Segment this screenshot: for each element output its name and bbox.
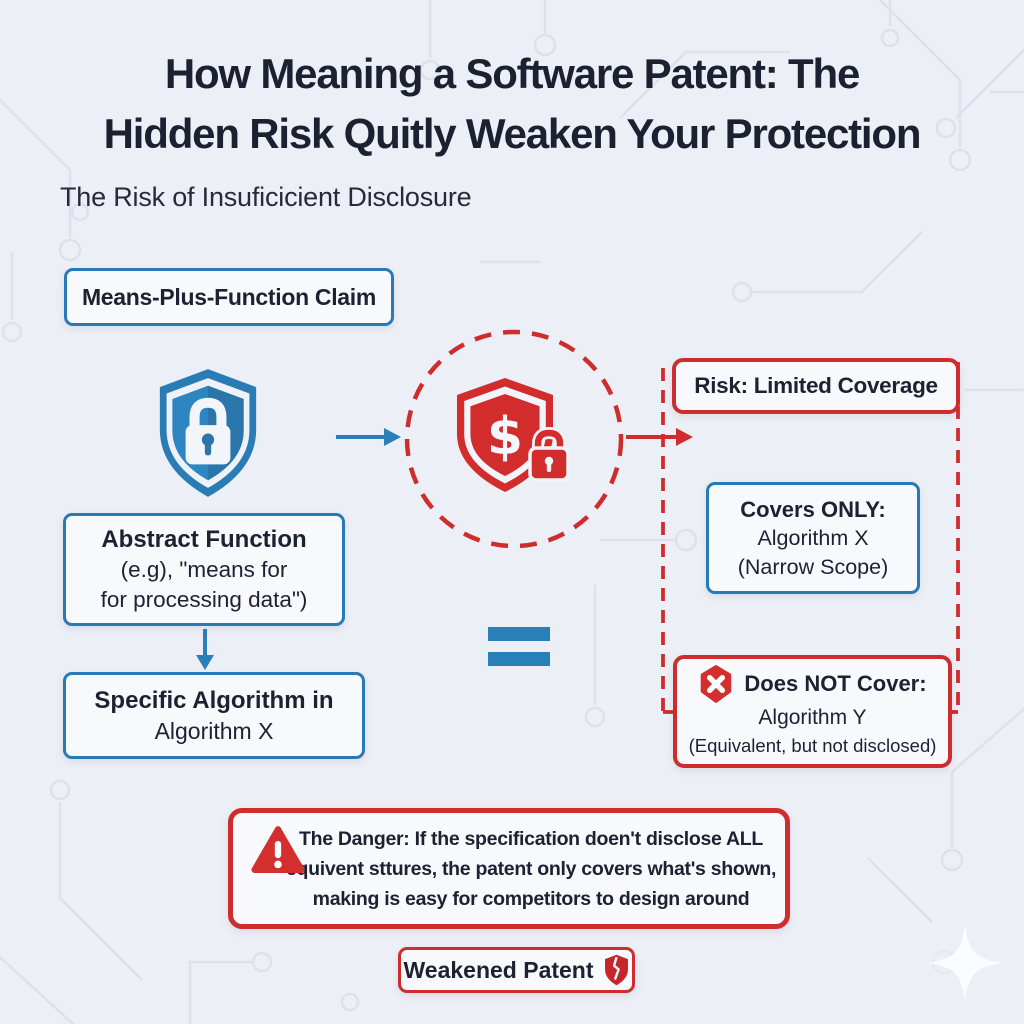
equals-symbol [488,627,550,677]
does-not-cover-title: Does NOT Cover: [744,670,927,696]
means-plus-function-claim-box: Means-Plus-Function Claim [64,268,394,326]
arrow-risk-to-coverage-icon [626,428,693,446]
danger-callout-box: The Danger: If the specification doen't … [228,808,790,929]
small-lock-icon [528,426,570,482]
red-dollar-shield-lock-icon: $ [457,378,570,492]
page-title: How Meaning a Software Patent: The Hidde… [0,44,1024,164]
abstract-function-line3: for processing data") [100,586,308,612]
warning-triangle-icon [251,826,305,873]
danger-line3: making is easy for competitors to design… [312,887,750,910]
abstract-function-title: Abstract Function [101,525,307,553]
danger-line2: equivent sttures, the patent only covers… [285,857,777,880]
does-not-cover-line2: Algorithm Y [758,705,867,729]
specific-algorithm-box: Specific Algorithm in Algorithm X [63,672,365,759]
danger-line1: The Danger: If the specification doen't … [299,824,763,854]
page-subtitle: The Risk of Insuficicient Disclosure [60,182,472,212]
equals-bar-top [488,627,550,641]
abstract-function-box: Abstract Function (e.g), "means for for … [63,513,345,626]
covers-only-title: Covers ONLY: [740,496,886,522]
sparkle-icon [927,925,1003,1001]
abstract-function-line2: (e.g), "means for [120,556,288,582]
equals-bar-bottom [488,652,550,666]
covers-only-line2: Algorithm X [757,525,869,550]
risk-dashed-circle [404,329,624,549]
specific-algorithm-line2: Algorithm X [154,717,274,744]
blue-shield-lock-icon [159,369,257,497]
covers-only-line3: (Narrow Scope) [737,554,889,579]
risk-label: Risk: Limited Coverage [694,373,938,398]
risk-limited-coverage-box: Risk: Limited Coverage [672,358,960,414]
dollar-symbol: $ [487,407,523,467]
cracked-shield-icon [604,954,628,986]
danger-prefix: The Danger: [299,827,410,850]
covers-only-box: Covers ONLY: Algorithm X (Narrow Scope) [706,482,920,594]
page-title-line1: How Meaning a Software Patent: The [164,50,860,97]
arrow-claim-to-risk-icon [336,428,401,446]
arrow-abstract-to-specific-icon [196,629,214,670]
does-not-cover-box: Does NOT Cover: Algorithm Y (Equivalent,… [673,655,952,768]
does-not-cover-line3: (Equivalent, but not disclosed) [688,734,937,756]
danger-line1-rest: If the specification doen't disclose ALL [409,827,764,850]
weakened-patent-label: Weakened Patent [403,956,594,983]
claim-label: Means-Plus-Function Claim [81,283,377,310]
error-x-hexagon-icon [701,664,732,703]
specific-algorithm-title: Specific Algorithm in [94,686,334,714]
page-title-line2: Hidden Risk Quitly Weaken Your Protectio… [103,110,922,157]
weakened-patent-badge: Weakened Patent [398,947,635,993]
